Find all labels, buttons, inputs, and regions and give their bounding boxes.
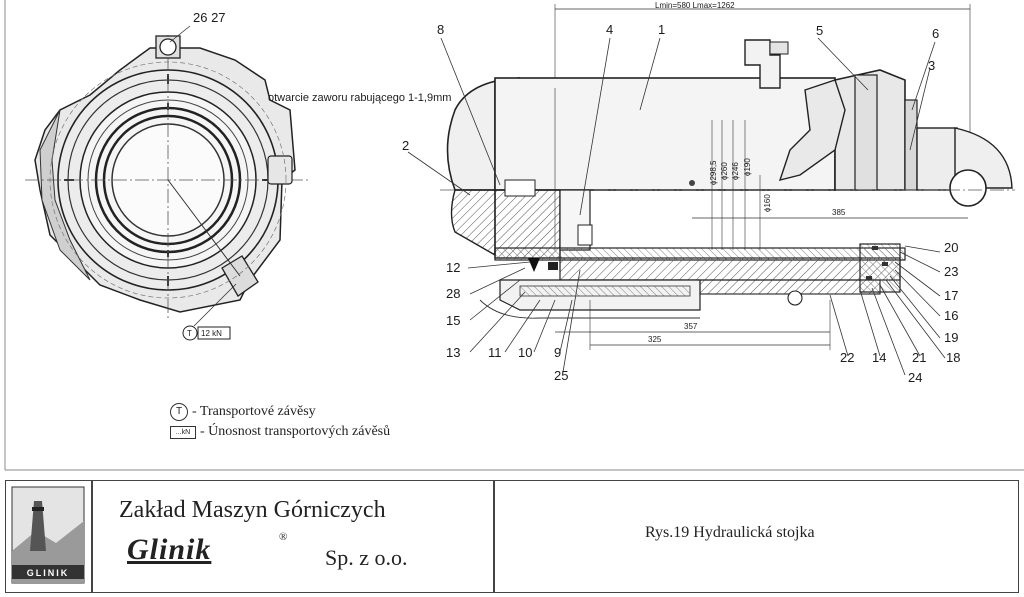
capacity-symbol: ...kN <box>170 425 196 439</box>
part-25: 25 <box>554 368 568 383</box>
company-name: Zakład Maszyn Górniczych <box>119 497 386 523</box>
diameter-190: ϕ190 <box>743 158 752 176</box>
legend-capacity: ...kN - Únosnost transportových závěsů <box>170 424 390 440</box>
dim-325: 325 <box>648 335 662 344</box>
logo-box: GLINIK <box>5 480 92 593</box>
part-23: 23 <box>944 264 958 279</box>
company-box: Zakład Maszyn Górniczych Glinik ® Sp. z … <box>92 480 494 593</box>
figure-caption: Rys.19 Hydraulická stojka <box>645 524 815 541</box>
valve-note: otwarcie zaworu rabującego 1-1,9mm <box>268 92 451 104</box>
dim-357: 357 <box>684 322 698 331</box>
part-14: 14 <box>872 350 886 365</box>
part-22: 22 <box>840 350 854 365</box>
caption-box: Rys.19 Hydraulická stojka <box>494 480 1019 593</box>
part-12: 12 <box>446 260 460 275</box>
part-5: 5 <box>816 23 823 38</box>
registered-mark: ® <box>279 531 288 543</box>
part-18: 18 <box>946 350 960 365</box>
diameter-260: ϕ260 <box>720 162 729 180</box>
dimension-top: Lmin=580 Lmax=1262 <box>655 1 735 10</box>
part-19: 19 <box>944 330 958 345</box>
diameter-246: ϕ246 <box>731 162 740 180</box>
company-suffix: Sp. z o.o. <box>325 545 408 570</box>
part-4: 4 <box>606 22 613 37</box>
glinik-logo: GLINIK <box>11 486 85 584</box>
dim-385: 385 <box>832 208 846 217</box>
diameter-298: ϕ298,5 <box>709 160 718 185</box>
brand-logo-text: Glinik <box>127 533 212 566</box>
part-15: 15 <box>446 313 460 328</box>
part-3: 3 <box>928 58 935 73</box>
part-6: 6 <box>932 26 939 41</box>
diameter-160: ϕ160 <box>763 194 772 212</box>
end-view <box>25 25 310 320</box>
legend-transport: T - Transportové závěsy <box>170 403 316 421</box>
load-badge-symbol: T <box>187 329 192 338</box>
part-11: 11 <box>488 345 502 360</box>
load-badge <box>182 283 237 341</box>
part-1: 1 <box>658 22 665 37</box>
part-13: 13 <box>446 345 460 360</box>
part-16: 16 <box>944 308 958 323</box>
label-26-27: 26 27 <box>193 10 226 25</box>
load-badge-value: 12 kN <box>201 329 222 338</box>
part-21: 21 <box>912 350 926 365</box>
part-8: 8 <box>437 22 444 37</box>
svg-text:GLINIK: GLINIK <box>27 568 70 578</box>
part-20: 20 <box>944 240 958 255</box>
part-9: 9 <box>554 345 561 360</box>
part-10: 10 <box>518 345 532 360</box>
part-24: 24 <box>908 370 922 385</box>
legend-transport-text: - Transportové závěsy <box>192 404 316 419</box>
legend-capacity-text: - Únosnost transportových závěsů <box>200 424 391 439</box>
part-17: 17 <box>944 288 958 303</box>
cylinder-section <box>440 4 1015 350</box>
transport-symbol: T <box>170 403 188 421</box>
part-2: 2 <box>402 138 409 153</box>
part-28: 28 <box>446 286 460 301</box>
